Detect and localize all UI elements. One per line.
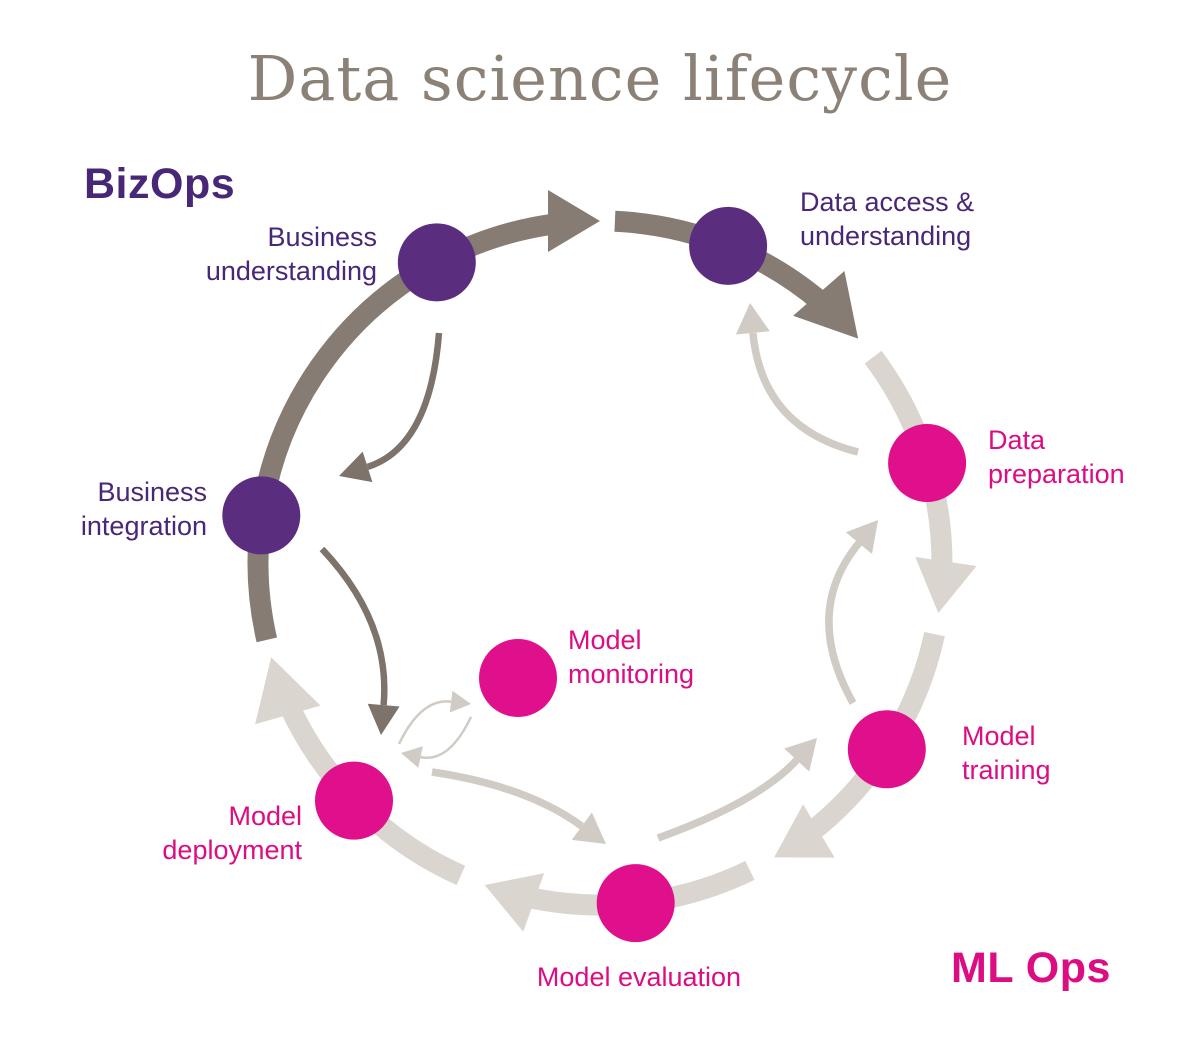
node-business-understanding [397, 223, 476, 302]
arrow-training-to-preparation-head [845, 520, 878, 554]
node-model-evaluation [596, 864, 675, 943]
label-line: understanding [800, 221, 972, 251]
label-line: Business [267, 222, 377, 252]
arrow-integration-to-deployment [319, 546, 388, 706]
node-data-preparation [888, 424, 967, 502]
label-line: Model [962, 721, 1036, 751]
arrow-evaluation-to-training [656, 757, 800, 842]
arrow-evaluation-to-training-head [784, 738, 817, 772]
arrow-deployment-to-monitoring-head [449, 690, 471, 713]
arrow-integration-to-deployment-head [367, 703, 400, 735]
label-line: deployment [162, 835, 302, 865]
label-business-understanding: Business understanding [206, 220, 377, 288]
node-data-access [689, 206, 768, 285]
label-line: Model evaluation [536, 962, 742, 992]
arrowhead-data-access-to-preparation [793, 271, 859, 339]
bizops-group-label: BizOps [84, 160, 236, 208]
label-data-preparation: Data preparation [988, 423, 1125, 491]
label-line: Business [97, 477, 207, 507]
arrow-deployment-to-evaluation-head [571, 812, 606, 844]
ring-arc-bizops-left [247, 213, 560, 643]
label-line: preparation [988, 459, 1125, 489]
arrow-understanding-to-integration-head [339, 451, 373, 483]
label-line: understanding [205, 256, 377, 286]
label-business-integration: Business integration [81, 475, 207, 543]
label-line: monitoring [568, 659, 695, 689]
arrowhead-preparation-to-training [915, 557, 977, 613]
arrow-preparation-to-data-access-head [735, 303, 770, 335]
label-line: integration [80, 511, 207, 541]
node-model-monitoring [479, 639, 557, 717]
label-model-deployment: Model deployment [162, 799, 302, 867]
arrow-preparation-to-data-access [749, 332, 859, 456]
label-line: Data [988, 425, 1046, 455]
arrow-monitoring-to-deployment [420, 716, 473, 760]
page-title: Data science lifecycle [247, 42, 953, 115]
label-model-evaluation: Model evaluation [537, 960, 741, 994]
label-model-training: Model training [962, 719, 1051, 787]
arrow-understanding-to-integration [366, 332, 443, 470]
label-line: Model [228, 801, 302, 831]
mlops-group-label: ML Ops [951, 944, 1111, 992]
arrow-deployment-to-monitoring [397, 700, 452, 745]
arrow-training-to-preparation [825, 540, 862, 705]
arrow-deployment-to-evaluation [431, 768, 585, 830]
label-model-monitoring: Model monitoring [568, 623, 694, 691]
arrowhead-evaluation-to-deployment [484, 873, 545, 932]
label-line: training [962, 755, 1051, 785]
label-line: Model [568, 625, 642, 655]
arrowhead-understanding-to-data-access [548, 190, 600, 252]
arrowhead-training-to-evaluation [774, 804, 835, 858]
label-line: Data access & [800, 187, 975, 217]
arrow-monitoring-to-deployment-head [401, 746, 423, 768]
arrowhead-deployment-to-integration [255, 657, 321, 725]
node-model-training [847, 710, 926, 789]
label-data-access: Data access & understanding [800, 185, 974, 253]
node-business-integration [222, 476, 301, 555]
node-model-deployment [315, 761, 393, 840]
